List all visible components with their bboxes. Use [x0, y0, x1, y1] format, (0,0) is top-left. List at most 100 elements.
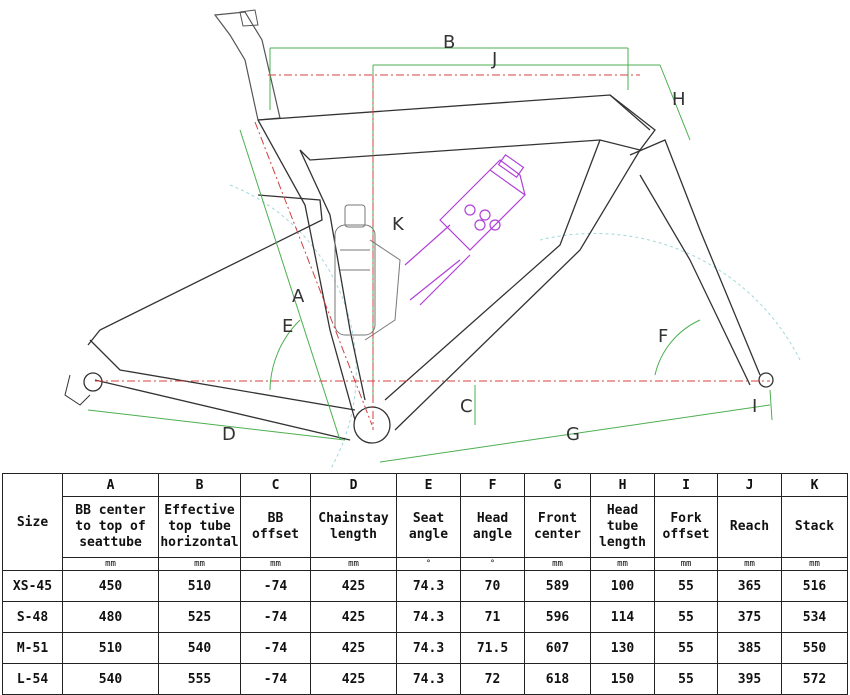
- value-cell: 425: [310, 601, 397, 633]
- value-cell: 71.5: [460, 632, 525, 664]
- value-cell: -74: [240, 570, 311, 602]
- dim-label-e: E: [282, 316, 293, 337]
- seat-clamp: [239, 9, 259, 27]
- col-letter: B: [158, 473, 241, 497]
- table-row: S-48 480 525 -74 425 74.3 71 596 114 55 …: [2, 601, 848, 633]
- value-cell: 55: [654, 663, 718, 695]
- value-cell: 425: [310, 570, 397, 602]
- value-cell: 71: [460, 601, 525, 633]
- dim-label-a: A: [292, 286, 305, 307]
- table-row: M-51 510 540 -74 425 74.3 71.5 607 130 5…: [2, 632, 848, 664]
- col-unit: mm: [240, 557, 311, 571]
- col-unit: mm: [590, 557, 655, 571]
- value-cell: 365: [717, 570, 782, 602]
- dim-label-c: C: [460, 396, 473, 417]
- value-cell: 510: [158, 570, 241, 602]
- value-cell: 55: [654, 601, 718, 633]
- value-cell: 607: [524, 632, 591, 664]
- dim-label-k: K: [392, 214, 405, 235]
- dim-label-b: B: [443, 32, 455, 53]
- rear-dropout: [83, 372, 103, 392]
- dim-label-g: G: [566, 424, 580, 445]
- rear-wheel-arc: [229, 184, 357, 470]
- col-letter: I: [654, 473, 718, 497]
- table-row: L-54 540 555 -74 425 74.3 72 618 150 55 …: [2, 663, 848, 695]
- value-cell: 150: [590, 663, 655, 695]
- derailleur-hanger: [64, 374, 91, 406]
- frame-outline: [87, 94, 761, 441]
- dim-label-f: F: [658, 326, 668, 347]
- value-cell: 425: [310, 663, 397, 695]
- value-cell: 130: [590, 632, 655, 664]
- centerlines: [95, 74, 770, 430]
- value-cell: 534: [781, 601, 848, 633]
- value-cell: 375: [717, 601, 782, 633]
- bottom-bracket: [353, 406, 391, 444]
- col-unit: mm: [62, 557, 159, 571]
- value-cell: 510: [62, 632, 159, 664]
- col-name: Reach: [717, 496, 782, 558]
- col-letter: H: [590, 473, 655, 497]
- value-cell: 70: [460, 570, 525, 602]
- value-cell: 540: [158, 632, 241, 664]
- value-cell: 596: [524, 601, 591, 633]
- value-cell: 516: [781, 570, 848, 602]
- value-cell: 540: [62, 663, 159, 695]
- value-cell: 55: [654, 570, 718, 602]
- col-name: Stack: [781, 496, 848, 558]
- dim-label-i: I: [752, 396, 757, 417]
- value-cell: 72: [460, 663, 525, 695]
- col-letter: C: [240, 473, 311, 497]
- value-cell: 74.3: [396, 570, 461, 602]
- col-letter: D: [310, 473, 397, 497]
- value-cell: 114: [590, 601, 655, 633]
- value-cell: 589: [524, 570, 591, 602]
- col-unit: mm: [310, 557, 397, 571]
- col-letter: G: [524, 473, 591, 497]
- table-row: XS-45 450 510 -74 425 74.3 70 589 100 55…: [2, 570, 848, 602]
- dim-label-d: D: [222, 424, 236, 445]
- dimension-lines: [87, 47, 773, 463]
- col-unit: °: [396, 557, 461, 571]
- value-cell: -74: [240, 601, 311, 633]
- value-cell: 55: [654, 632, 718, 664]
- unit-row: mm mm mm mm ° ° mm mm mm mm mm: [3, 557, 848, 571]
- col-unit: mm: [524, 557, 591, 571]
- value-cell: 450: [62, 570, 159, 602]
- col-letter: A: [62, 473, 159, 497]
- col-unit: mm: [654, 557, 718, 571]
- value-cell: 74.3: [396, 663, 461, 695]
- size-cell: M-51: [2, 632, 63, 664]
- value-cell: 74.3: [396, 632, 461, 664]
- value-cell: 550: [781, 632, 848, 664]
- down-tube-bottle: [404, 153, 526, 306]
- col-letter: K: [781, 473, 848, 497]
- front-wheel-arc: [539, 233, 801, 361]
- col-unit: °: [460, 557, 525, 571]
- dim-label-h: H: [672, 89, 686, 110]
- value-cell: -74: [240, 663, 311, 695]
- value-cell: -74: [240, 632, 311, 664]
- col-letter: F: [460, 473, 525, 497]
- size-header: Size: [2, 473, 63, 571]
- col-unit: mm: [717, 557, 782, 571]
- letter-row: Size A B C D E F G H I J K: [2, 473, 848, 571]
- value-cell: 425: [310, 632, 397, 664]
- value-cell: 572: [781, 663, 848, 695]
- front-dropout: [758, 372, 774, 388]
- size-cell: XS-45: [2, 570, 63, 602]
- value-cell: 480: [62, 601, 159, 633]
- seat-tube-bottle: [334, 204, 401, 341]
- col-unit: mm: [781, 557, 848, 571]
- value-cell: 555: [158, 663, 241, 695]
- value-cell: 74.3: [396, 601, 461, 633]
